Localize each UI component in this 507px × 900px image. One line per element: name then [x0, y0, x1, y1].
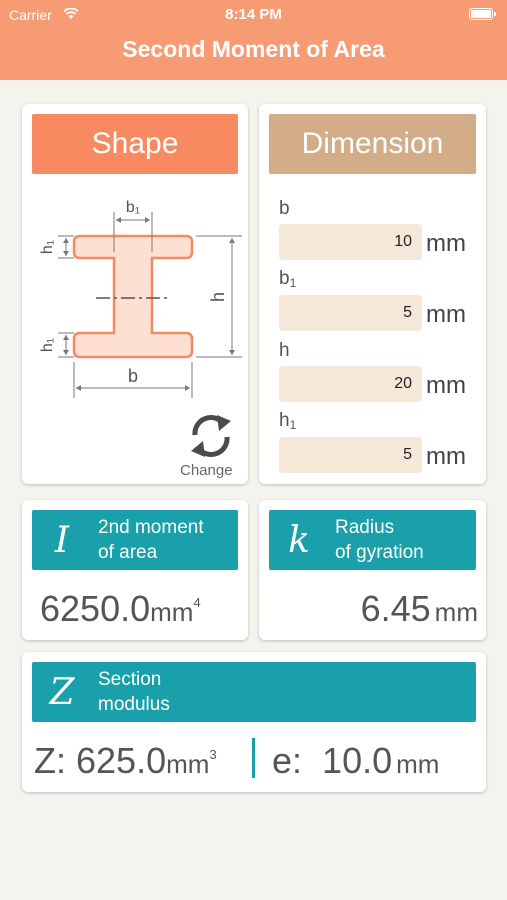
section-symbol: Z — [49, 671, 75, 713]
dim-label-h: h — [279, 340, 290, 361]
b1-label: b₁ — [126, 199, 140, 216]
value-divider — [252, 738, 255, 778]
b-unit: mm — [426, 230, 466, 257]
h1-unit: mm — [426, 443, 466, 470]
dimension-card: Dimension — [259, 104, 486, 484]
battery-icon — [469, 8, 496, 20]
dim-label-b: b — [279, 198, 290, 219]
h-input[interactable]: 20 — [279, 366, 422, 402]
h1-top-label: h₁ — [39, 240, 56, 254]
b1-unit: mm — [426, 301, 466, 328]
section-header: Z Section modulus — [32, 662, 476, 722]
nav-header: Carrier 8:14 PM Second Moment of Area — [0, 0, 507, 80]
moment-card: I 2nd moment of area 6250.0mm4 — [22, 500, 248, 640]
moment-header: I 2nd moment of area — [32, 510, 238, 570]
refresh-icon — [191, 415, 231, 457]
b1-input[interactable]: 5 — [279, 295, 422, 331]
moment-title: 2nd moment of area — [98, 517, 204, 563]
i-beam-diagram: b₁ h₁ h₁ h b — [39, 199, 242, 398]
moment-value: 6250.0mm4 — [40, 588, 201, 629]
wifi-icon — [63, 8, 79, 19]
status-bar: Carrier 8:14 PM — [0, 6, 507, 26]
moment-symbol: I — [54, 519, 70, 561]
page-title: Second Moment of Area — [122, 36, 385, 62]
h-label: h — [208, 292, 228, 302]
section-title: Section modulus — [98, 669, 170, 715]
b-label: b — [128, 366, 138, 386]
dimension-header: Dimension — [269, 114, 476, 174]
z-value: Z: 625.0mm3 — [34, 740, 217, 781]
gyration-header: k Radius of gyration — [269, 510, 476, 570]
change-label: Change — [180, 462, 233, 479]
h-unit: mm — [426, 372, 466, 399]
clock: 8:14 PM — [225, 6, 282, 23]
gyration-title: Radius of gyration — [335, 517, 424, 563]
dim-label-b1: b1 — [279, 268, 297, 290]
carrier-label: Carrier — [9, 7, 52, 23]
h1-input[interactable]: 5 — [279, 437, 422, 473]
h1-bottom-label: h₁ — [39, 338, 56, 352]
dim-label-h1: h1 — [279, 410, 297, 432]
b-input[interactable]: 10 — [279, 224, 422, 260]
gyration-symbol: k — [288, 519, 310, 561]
shape-header: Shape — [32, 114, 238, 174]
